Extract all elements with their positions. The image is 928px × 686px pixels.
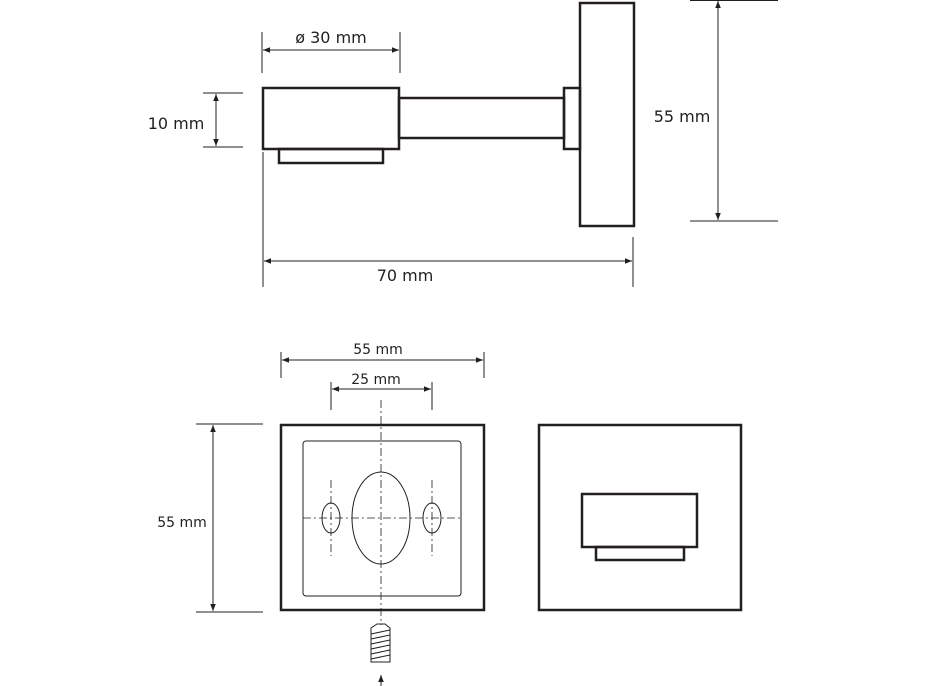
screw (370, 623, 391, 663)
side-view: ø 30 mm 10 mm 70 mm 55 mm (148, 0, 778, 287)
dimension-label-back-width: 55 mm (353, 342, 403, 358)
rod (397, 96, 566, 140)
wall-plate-back (279, 423, 486, 612)
back-view: 55 mm 25 mm 55 mm (157, 342, 486, 686)
dimension-label-length: 70 mm (377, 266, 434, 285)
mounting-plate (302, 440, 462, 597)
holder-front-step (594, 545, 686, 562)
dimension-back-height: 55 mm (157, 423, 263, 613)
holder-base-step (277, 147, 385, 165)
dimension-plate-height: 55 mm (654, 0, 778, 222)
front-view (537, 423, 743, 612)
dimension-label-diameter: ø 30 mm (295, 28, 367, 47)
dimension-diameter: ø 30 mm (261, 28, 401, 73)
dimension-hole-spacing: 25 mm (330, 372, 433, 410)
holder-front (580, 492, 699, 549)
holder-body (261, 86, 401, 151)
dimension-length: 70 mm (262, 152, 634, 287)
dimension-back-width: 55 mm (280, 342, 485, 378)
dimension-height: 10 mm (148, 92, 243, 148)
dimension-label-plate-height: 55 mm (654, 107, 711, 126)
dimension-label-back-height: 55 mm (157, 515, 207, 531)
wall-plate-front (537, 423, 743, 612)
dimension-label-hole-spacing: 25 mm (351, 372, 401, 388)
wall-plate-side (578, 1, 636, 228)
dimension-label-height: 10 mm (148, 114, 205, 133)
collar (562, 86, 582, 151)
